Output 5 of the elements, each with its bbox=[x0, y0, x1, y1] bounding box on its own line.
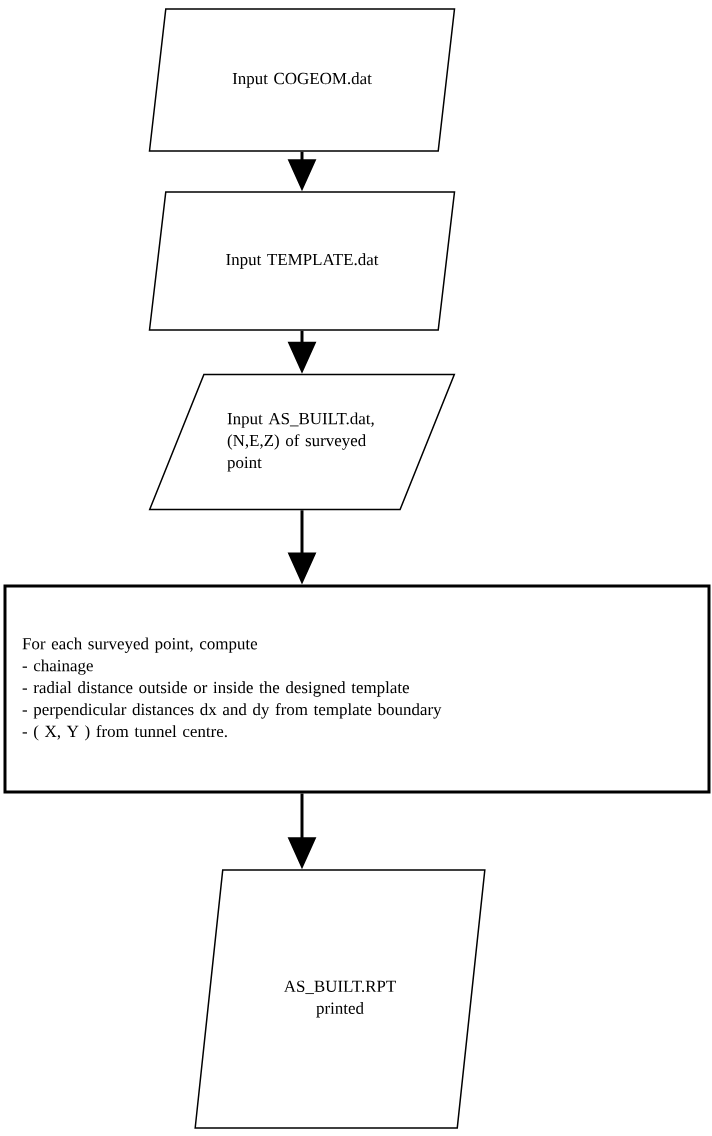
process-box: For each surveyed point, compute - chainage - radial distance outside or inside the designed template - perpendicular distances dx and dy from template boundary - ( X, Y ) from tunnel centre. bbox=[3, 584, 711, 794]
input-output-parallelogram: AS_BUILT.RPT printed bbox=[194, 869, 486, 1129]
input-output-parallelogram: Input TEMPLATE.dat bbox=[148, 191, 456, 331]
input-output-parallelogram: Input COGEOM.dat bbox=[148, 8, 456, 152]
input-output-parallelogram: Input AS_BUILT.dat, (N,E,Z) of surveyed point bbox=[148, 373, 456, 511]
